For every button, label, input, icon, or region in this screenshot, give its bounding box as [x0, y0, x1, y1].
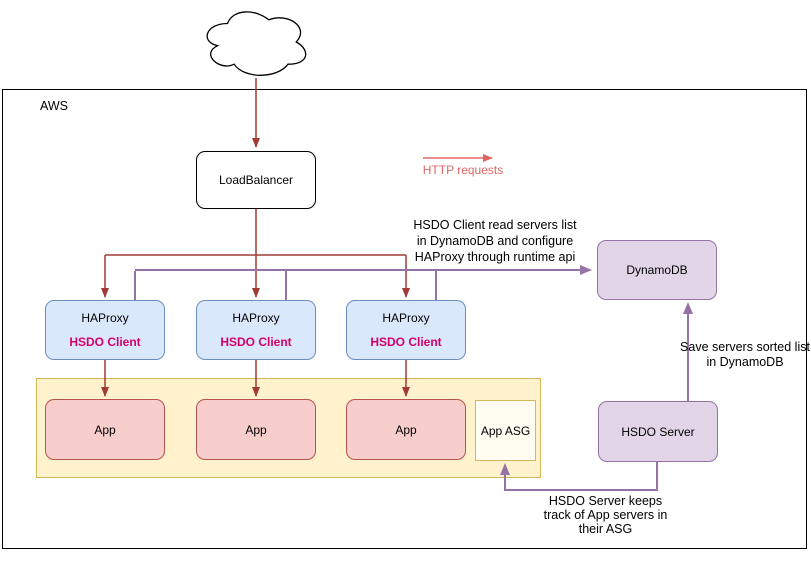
app-label: App [395, 422, 417, 437]
load-balancer-node: LoadBalancer [196, 151, 316, 209]
arrows-haproxy-to-app [101, 360, 410, 397]
hsdo-client-label: HSDO Client [69, 335, 141, 349]
haproxy-node-2: HAProxy HSDO Client [196, 300, 316, 360]
app-node-1: App [45, 399, 165, 460]
dynamodb-label: DynamoDB [626, 263, 688, 277]
hsdo-server-label: HSDO Server [621, 424, 695, 439]
arrow-hsdoserver-to-appasg [500, 462, 658, 491]
annotation-save-list: Save servers sorted list in DynamoDB [680, 340, 810, 369]
haproxy-node-1: HAProxy HSDO Client [45, 300, 165, 360]
arrow-haproxy-to-dynamodb [134, 265, 592, 300]
aws-boundary-box [2, 89, 807, 549]
annotation-client-read: HSDO Client read servers list in DynamoD… [413, 218, 577, 264]
haproxy-node-3: HAProxy HSDO Client [346, 300, 466, 360]
haproxy-title: HAProxy [382, 311, 430, 325]
hsdo-client-label: HSDO Client [220, 335, 292, 349]
app-label: App [245, 422, 267, 437]
app-label: App [94, 422, 116, 437]
arrows-loadbalancer-to-haproxy [101, 209, 410, 298]
annotation-server-keeps: HSDO Server keeps track of App servers i… [543, 494, 668, 536]
aws-boundary-label: AWS [40, 99, 69, 113]
internet-cloud-icon [206, 11, 307, 76]
load-balancer-label: LoadBalancer [218, 173, 294, 187]
app-node-3: App [346, 399, 466, 460]
haproxy-title: HAProxy [81, 311, 129, 325]
app-asg-node: App ASG [475, 400, 536, 461]
http-requests-legend-label: HTTP requests [422, 163, 504, 177]
app-node-2: App [196, 399, 316, 460]
app-asg-label: App ASG [480, 423, 531, 438]
dynamodb-node: DynamoDB [597, 240, 717, 300]
haproxy-title: HAProxy [232, 311, 280, 325]
hsdo-client-label: HSDO Client [370, 335, 442, 349]
hsdo-server-node: HSDO Server [598, 401, 718, 462]
